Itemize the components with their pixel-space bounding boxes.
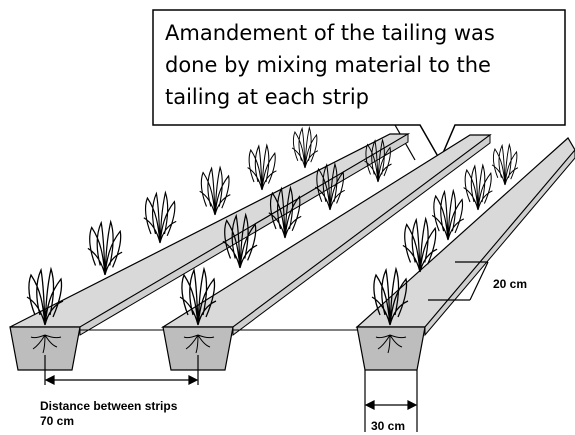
strip-right-trench bbox=[356, 326, 426, 371]
roots bbox=[30, 334, 407, 354]
distance-value: 70 cm bbox=[40, 414, 74, 428]
strip-right-side bbox=[424, 149, 575, 337]
strip-right bbox=[355, 137, 575, 371]
width-dimension bbox=[364, 370, 418, 432]
width-label: 30 cm bbox=[371, 419, 405, 433]
plants bbox=[26, 125, 519, 326]
width-arrowhead-right bbox=[407, 400, 418, 410]
callout-box bbox=[152, 9, 566, 162]
strip-middle-side bbox=[232, 134, 491, 336]
strip-right-top bbox=[355, 137, 575, 328]
root-left bbox=[30, 334, 62, 354]
distance-label: Distance between strips bbox=[40, 399, 178, 413]
callout-line-3: tailing at each strip bbox=[165, 85, 369, 109]
callout-line-1: Amandement of the tailing was bbox=[165, 21, 495, 45]
rice-plant bbox=[402, 216, 438, 273]
root-right bbox=[375, 334, 407, 354]
distance-arrowhead-left bbox=[44, 375, 55, 385]
callout: Amandement of the tailing was done by mi… bbox=[152, 9, 566, 162]
rice-plant bbox=[247, 143, 277, 191]
rice-plant bbox=[179, 266, 217, 326]
distance-arrowhead-right bbox=[188, 375, 199, 385]
rice-plant bbox=[143, 190, 177, 244]
rice-plant bbox=[26, 266, 64, 326]
rice-plant bbox=[314, 162, 345, 211]
rice-plant bbox=[463, 163, 493, 211]
rice-plant bbox=[87, 219, 123, 276]
rice-plant bbox=[491, 142, 519, 186]
rice-plant bbox=[291, 125, 319, 169]
spacing-dimension bbox=[428, 261, 489, 301]
strip-middle bbox=[160, 134, 492, 371]
rice-plant bbox=[431, 188, 465, 241]
width-arrowhead-left bbox=[364, 400, 375, 410]
rice-plant bbox=[199, 165, 231, 216]
spacing-line-2 bbox=[469, 261, 489, 301]
rice-plant bbox=[222, 212, 258, 269]
root-middle bbox=[183, 334, 215, 354]
callout-line-2: done by mixing material to the bbox=[165, 53, 491, 77]
rice-plant bbox=[371, 266, 409, 326]
rice-plant bbox=[364, 138, 392, 183]
distance-dimension bbox=[44, 355, 199, 385]
rice-plant bbox=[268, 185, 302, 239]
strip-middle-trench bbox=[162, 326, 234, 371]
spacing-label: 20 cm bbox=[493, 277, 527, 291]
strip-left-trench bbox=[9, 326, 81, 371]
